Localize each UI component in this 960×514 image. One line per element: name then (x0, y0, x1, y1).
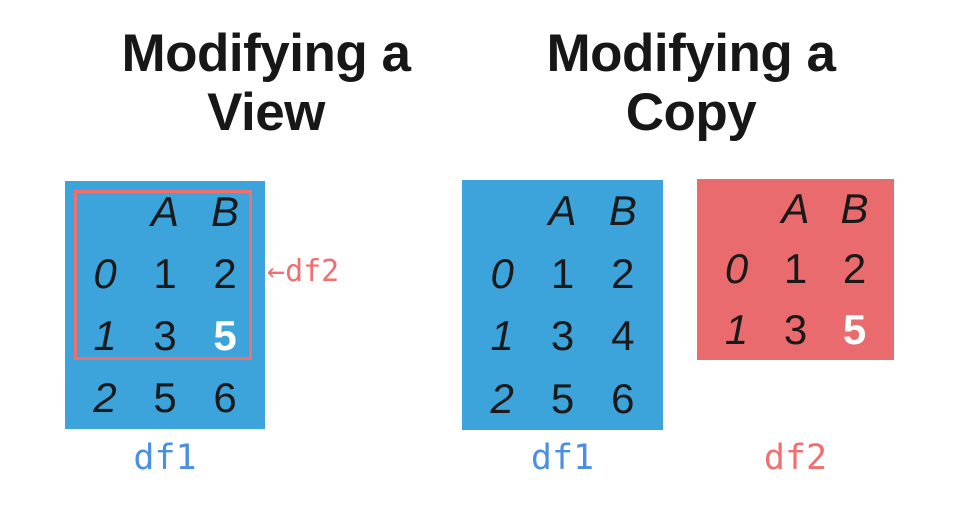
copy-panel-title: Modifying a Copy (511, 24, 871, 143)
left-arrow-icon: ← (267, 254, 286, 289)
df1-view-row0-b: 2 (213, 250, 237, 297)
df2-copy-row0-a: 1 (783, 245, 808, 293)
copy-title-line2: Copy (625, 83, 757, 143)
df1-view-header-b: B (210, 188, 239, 235)
copy-title-line1: Modifying a (546, 24, 836, 83)
df1-copy-row1-index: 1 (490, 312, 514, 360)
df2-copy-row0-index: 0 (724, 245, 749, 293)
df2-copy-corner-cell (707, 179, 766, 239)
df1-view-corner-cell (75, 181, 135, 243)
df2-copy-row0-b: 2 (842, 245, 867, 293)
df1-copy-row2-b: 6 (611, 374, 635, 422)
df1-copy-row0-index: 0 (490, 249, 514, 297)
df1-copy-corner-cell (472, 180, 532, 243)
df2-view-annotation: ←df2 (267, 253, 339, 291)
view-title-line1: Modifying a (121, 24, 411, 83)
df1-copy-row1-a: 3 (550, 312, 575, 360)
df2-copy-header-a: A (781, 185, 810, 233)
df1-view-row2-b: 6 (213, 374, 237, 421)
df1-copy-row1-b: 4 (611, 312, 635, 360)
df2-copy-row1-a: 3 (783, 305, 808, 353)
df1-view-row1-b-modified: 5 (213, 312, 237, 359)
df2-copy-label: df2 (763, 438, 828, 478)
df2-annotation-label: df2 (285, 254, 340, 289)
df2-copy-row1-b-modified: 5 (842, 305, 867, 353)
df1-view-row2-index: 2 (93, 374, 117, 421)
df1-copy-row0-b: 2 (611, 249, 635, 297)
df1-copy-header-b: B (608, 187, 637, 235)
df1-view-row0-index: 0 (93, 250, 117, 297)
df2-copy-header-b: B (840, 185, 869, 233)
df2-copy-table: A B 0 1 2 1 3 5 (697, 179, 894, 360)
df2-copy-row1-index: 1 (724, 305, 749, 353)
df1-copy-row2-index: 2 (490, 374, 514, 422)
df1-copy-label: df1 (530, 438, 595, 478)
df1-view-row2-a: 5 (153, 374, 177, 421)
df1-copy-table: A B 0 1 2 1 3 4 2 5 6 (462, 180, 663, 430)
df1-view-header-a: A (150, 188, 179, 235)
df1-view-table: A B 0 1 2 1 3 5 2 5 6 (65, 181, 265, 429)
df1-view-row1-a: 3 (153, 312, 177, 359)
df1-copy-row0-a: 1 (550, 249, 575, 297)
df1-view-label: df1 (133, 438, 197, 478)
df1-copy-header-a: A (548, 187, 577, 235)
df1-view-row0-a: 1 (153, 250, 177, 297)
df1-view-row1-index: 1 (93, 312, 117, 359)
view-title-line2: View (207, 83, 325, 143)
df1-copy-row2-a: 5 (550, 374, 575, 422)
view-panel-title: Modifying a View (86, 24, 446, 143)
